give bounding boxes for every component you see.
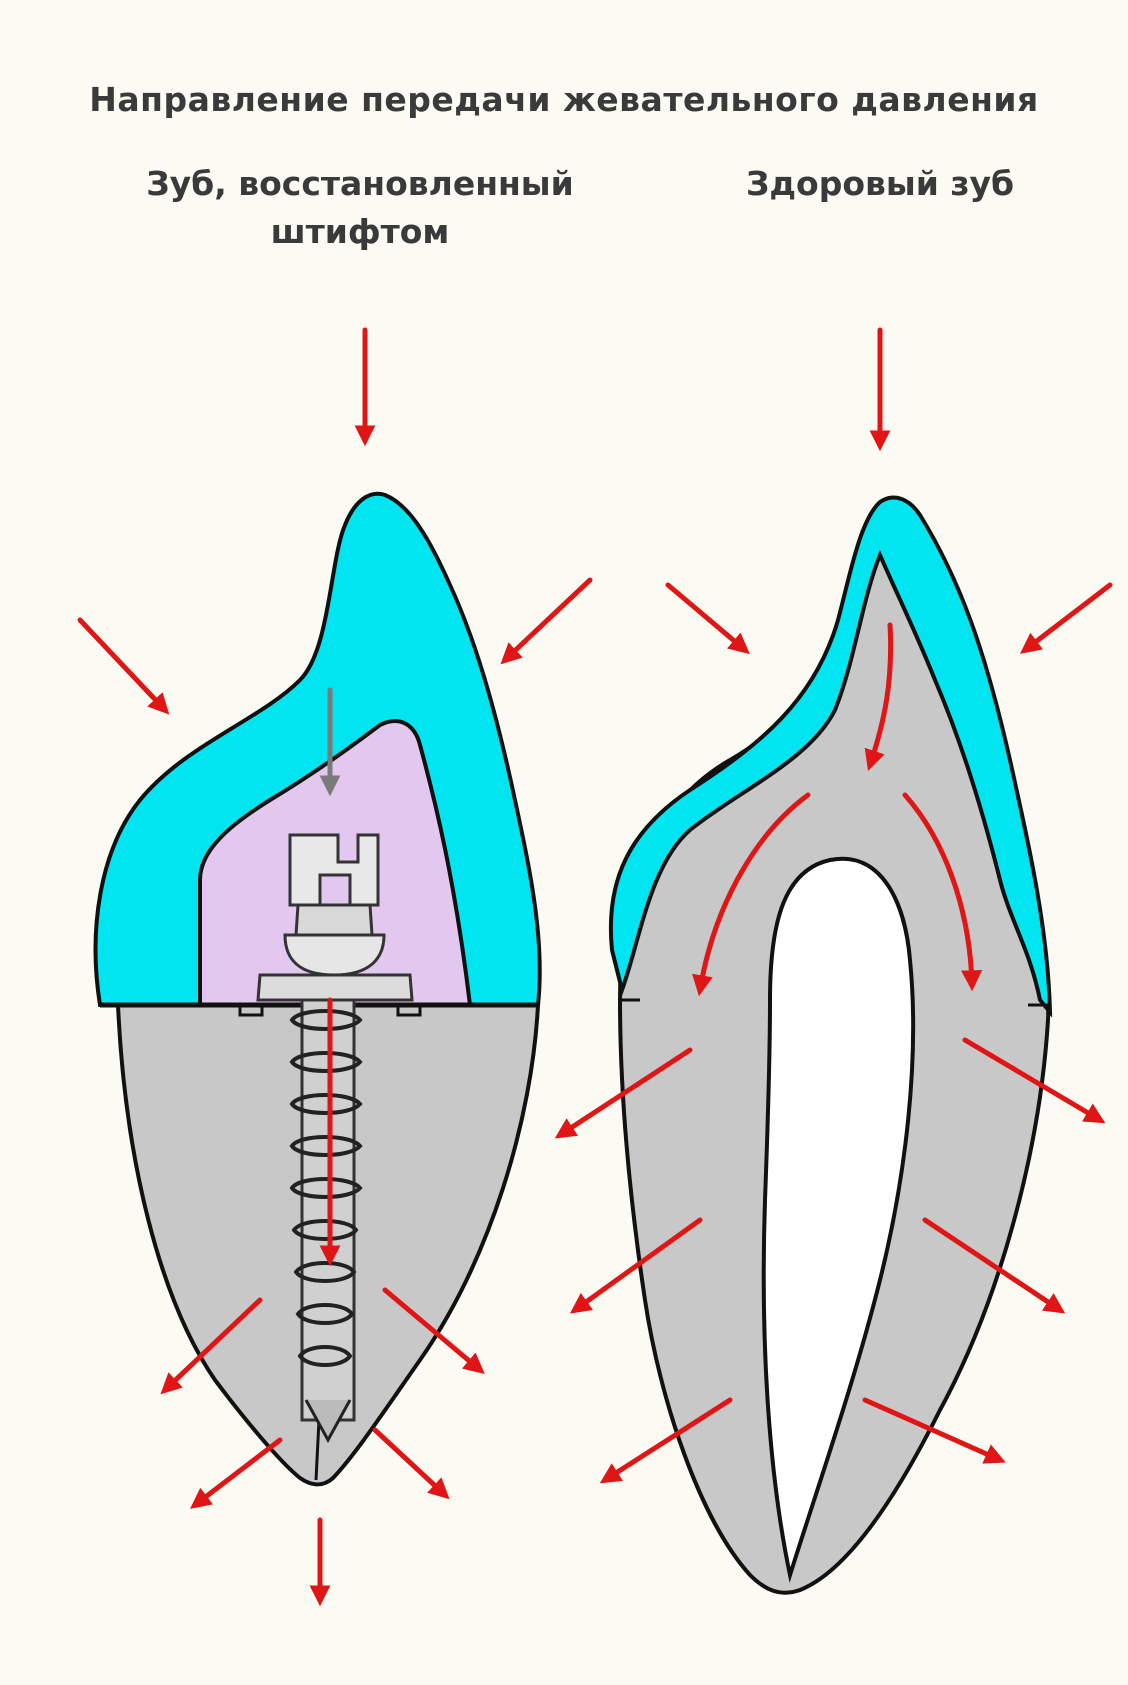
lateral-force-arrow-left-b: [505, 580, 590, 660]
lateral-force-arrow-right-b: [1025, 585, 1110, 650]
root-force-arrow-4: [375, 1430, 445, 1495]
restored-tooth: [96, 494, 540, 1485]
healthy-tooth: [611, 498, 1050, 1593]
lateral-force-arrow-left-a: [80, 620, 165, 710]
lateral-force-arrow-right-a: [668, 585, 745, 650]
root-force-arrow-3: [195, 1440, 280, 1505]
